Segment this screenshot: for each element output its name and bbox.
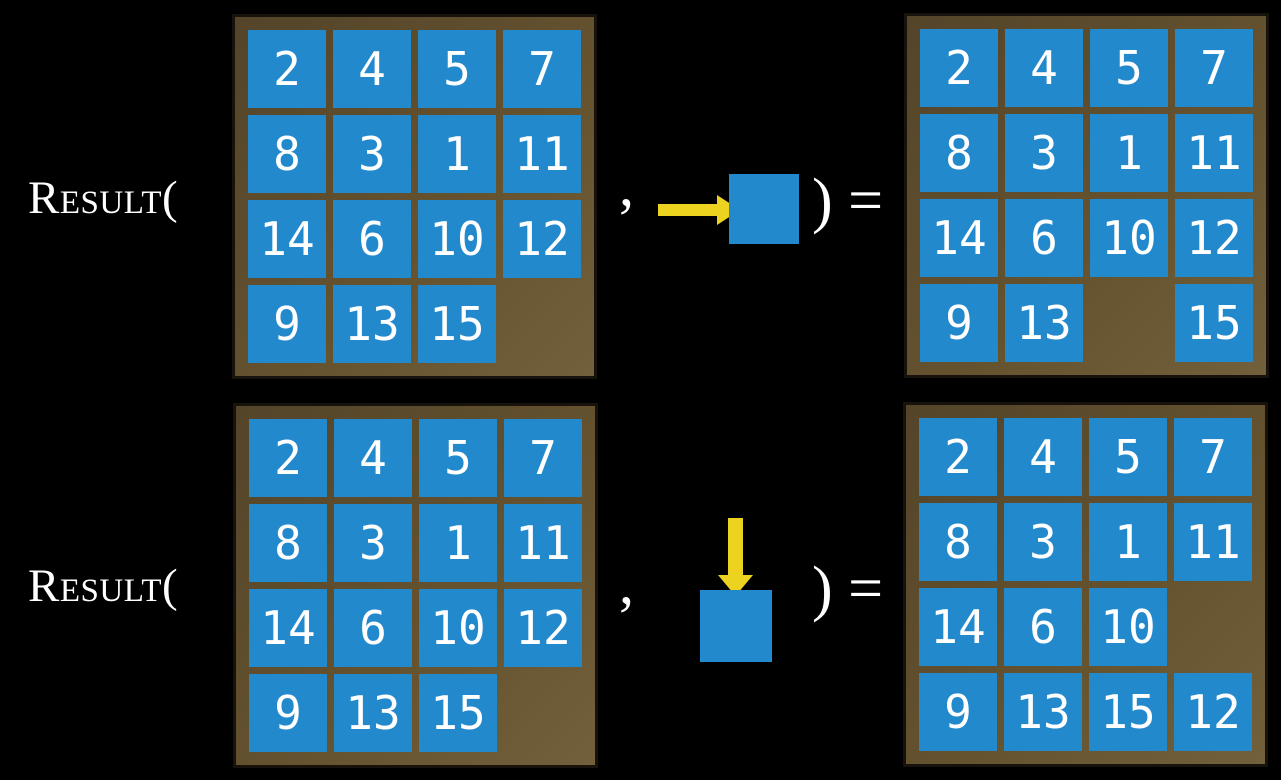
puzzle-tile: 6 bbox=[334, 589, 412, 667]
puzzle-tile: 11 bbox=[1175, 114, 1253, 192]
puzzle-tile: 15 bbox=[418, 285, 496, 363]
puzzle-tile: 5 bbox=[1090, 29, 1168, 107]
close-paren-equals: ) = bbox=[812, 167, 884, 235]
puzzle-tile: 8 bbox=[919, 503, 997, 581]
puzzle-tile: 6 bbox=[1004, 588, 1082, 666]
function-label: Result( bbox=[28, 172, 179, 224]
puzzle-tile: 1 bbox=[418, 115, 496, 193]
puzzle-tile: 9 bbox=[920, 284, 998, 362]
puzzle-tile: 11 bbox=[1174, 503, 1252, 581]
puzzle-tile: 3 bbox=[1005, 114, 1083, 192]
puzzle-tile: 4 bbox=[334, 419, 412, 497]
puzzle-tile: 12 bbox=[504, 589, 582, 667]
puzzle-tile: 11 bbox=[503, 115, 581, 193]
puzzle-tile: 13 bbox=[333, 285, 411, 363]
puzzle-tile: 15 bbox=[1175, 284, 1253, 362]
puzzle-tile: 14 bbox=[249, 589, 327, 667]
empty-cell bbox=[1174, 588, 1252, 666]
puzzle-tile: 6 bbox=[333, 200, 411, 278]
puzzle-tile: 2 bbox=[919, 418, 997, 496]
puzzle-tile: 14 bbox=[248, 200, 326, 278]
puzzle-tile: 12 bbox=[1174, 673, 1252, 751]
puzzle-tile: 10 bbox=[418, 200, 496, 278]
close-paren-equals: ) = bbox=[812, 555, 884, 623]
puzzle-tile: 3 bbox=[333, 115, 411, 193]
puzzle-tile: 2 bbox=[249, 419, 327, 497]
puzzle-tile: 1 bbox=[419, 504, 497, 582]
puzzle-tile: 4 bbox=[333, 30, 411, 108]
empty-cell bbox=[503, 285, 581, 363]
puzzle-tile: 2 bbox=[248, 30, 326, 108]
puzzle-tile: 10 bbox=[1089, 588, 1167, 666]
puzzle-tile: 3 bbox=[1004, 503, 1082, 581]
puzzle-tile: 8 bbox=[249, 504, 327, 582]
action-blank-square bbox=[700, 590, 772, 662]
puzzle-tile: 2 bbox=[920, 29, 998, 107]
puzzle-tile: 15 bbox=[1089, 673, 1167, 751]
puzzle-tile: 12 bbox=[503, 200, 581, 278]
puzzle-tile: 5 bbox=[419, 419, 497, 497]
puzzle-tile: 11 bbox=[504, 504, 582, 582]
puzzle-tile: 1 bbox=[1089, 503, 1167, 581]
puzzle-tile: 7 bbox=[1174, 418, 1252, 496]
down-arrow-icon bbox=[718, 518, 753, 596]
empty-cell bbox=[1090, 284, 1168, 362]
puzzle-tile: 6 bbox=[1005, 199, 1083, 277]
puzzle-tile: 4 bbox=[1005, 29, 1083, 107]
right-arrow-icon bbox=[658, 195, 740, 225]
comma-separator: , bbox=[619, 550, 634, 616]
puzzle-tile: 14 bbox=[919, 588, 997, 666]
puzzle-tile: 3 bbox=[334, 504, 412, 582]
puzzle-tile: 5 bbox=[1089, 418, 1167, 496]
puzzle-tile: 9 bbox=[919, 673, 997, 751]
puzzle-tile: 5 bbox=[418, 30, 496, 108]
puzzle-tile: 13 bbox=[334, 674, 412, 752]
puzzle-tile: 1 bbox=[1090, 114, 1168, 192]
puzzle-tile: 8 bbox=[248, 115, 326, 193]
puzzle-tile: 13 bbox=[1004, 673, 1082, 751]
puzzle-tile: 10 bbox=[1090, 199, 1168, 277]
puzzle-tile: 14 bbox=[920, 199, 998, 277]
function-label: Result( bbox=[28, 560, 179, 612]
puzzle-tile: 7 bbox=[503, 30, 581, 108]
puzzle-tile: 8 bbox=[920, 114, 998, 192]
puzzle-tile: 7 bbox=[504, 419, 582, 497]
comma-separator: , bbox=[619, 152, 634, 218]
action-blank-square bbox=[729, 174, 799, 244]
puzzle-tile: 9 bbox=[248, 285, 326, 363]
empty-cell bbox=[504, 674, 582, 752]
puzzle-tile: 15 bbox=[419, 674, 497, 752]
puzzle-tile: 9 bbox=[249, 674, 327, 752]
puzzle-tile: 4 bbox=[1004, 418, 1082, 496]
puzzle-tile: 7 bbox=[1175, 29, 1253, 107]
puzzle-tile: 10 bbox=[419, 589, 497, 667]
puzzle-tile: 12 bbox=[1175, 199, 1253, 277]
puzzle-tile: 13 bbox=[1005, 284, 1083, 362]
